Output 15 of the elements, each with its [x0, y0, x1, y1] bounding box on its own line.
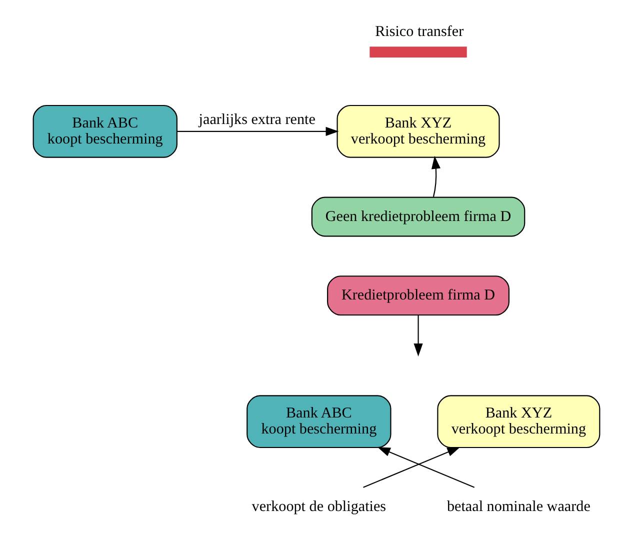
legend-label: Risico transfer — [375, 24, 464, 40]
arrow — [414, 315, 423, 357]
arrow — [431, 156, 440, 197]
node-box: Bank ABC koopt bescherming — [32, 104, 178, 158]
arrow — [176, 126, 339, 136]
arrow — [377, 447, 475, 488]
node-text: verkoopt de obligaties — [252, 498, 386, 515]
node-box: Bank XYZ verkoopt bescherming — [437, 395, 600, 448]
node-box: Bank ABC koopt bescherming — [246, 395, 392, 448]
edge-label: jaarlijks extra rente — [198, 112, 316, 128]
node-box: Geen kredietprobleem firma D — [311, 196, 526, 237]
arrow — [363, 447, 460, 488]
node-box: Bank XYZ verkoopt bescherming — [336, 104, 500, 158]
node-text: betaal nominale waarde — [446, 498, 590, 515]
node-box: Kredietprobleem firma D — [327, 276, 510, 316]
